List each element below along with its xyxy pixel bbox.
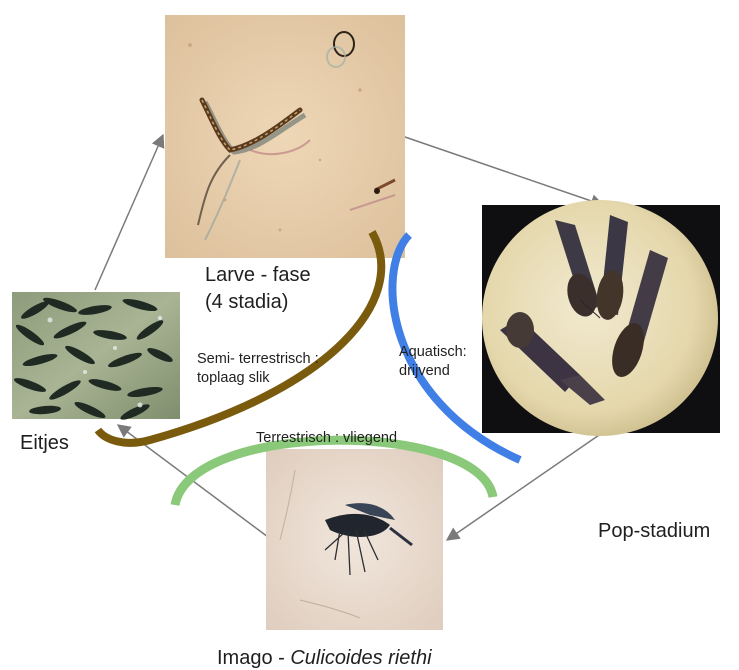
larva-label-line1: Larve - fase — [205, 262, 311, 289]
larva-label-line2: (4 stadia) — [205, 289, 311, 316]
adult-label-prefix: Imago - — [217, 647, 290, 669]
terrestrial-label: Terrestrisch : vliegend — [256, 429, 397, 448]
semi-terrestrial-label-line1: Semi- terrestrisch : — [197, 350, 319, 369]
aquatic-label-line2: drijvend — [399, 362, 467, 381]
semi-terrestrial-label-line2: toplaag slik — [197, 369, 319, 388]
larva-label: Larve - fase (4 stadia) — [205, 262, 311, 316]
aquatic-label-line1: Aquatisch: — [399, 343, 467, 362]
semi-terrestrial-label: Semi- terrestrisch : toplaag slik — [197, 350, 319, 388]
arrow-pupa-to-adult — [447, 433, 602, 540]
arrow-larva-to-pupa — [405, 137, 603, 205]
arrow-egg-to-larva — [95, 135, 163, 290]
adult-label-species: Culicoides riethi — [290, 647, 431, 669]
adult-label: Imago - Culicoides riethi — [217, 645, 432, 670]
pupa-label: Pop-stadium — [598, 518, 710, 545]
adult-photo — [266, 449, 443, 630]
egg-photo — [12, 292, 180, 422]
pupa-photo — [482, 200, 720, 436]
egg-label: Eitjes — [20, 430, 69, 457]
larva-photo — [165, 15, 405, 258]
aquatic-label: Aquatisch: drijvend — [399, 343, 467, 381]
